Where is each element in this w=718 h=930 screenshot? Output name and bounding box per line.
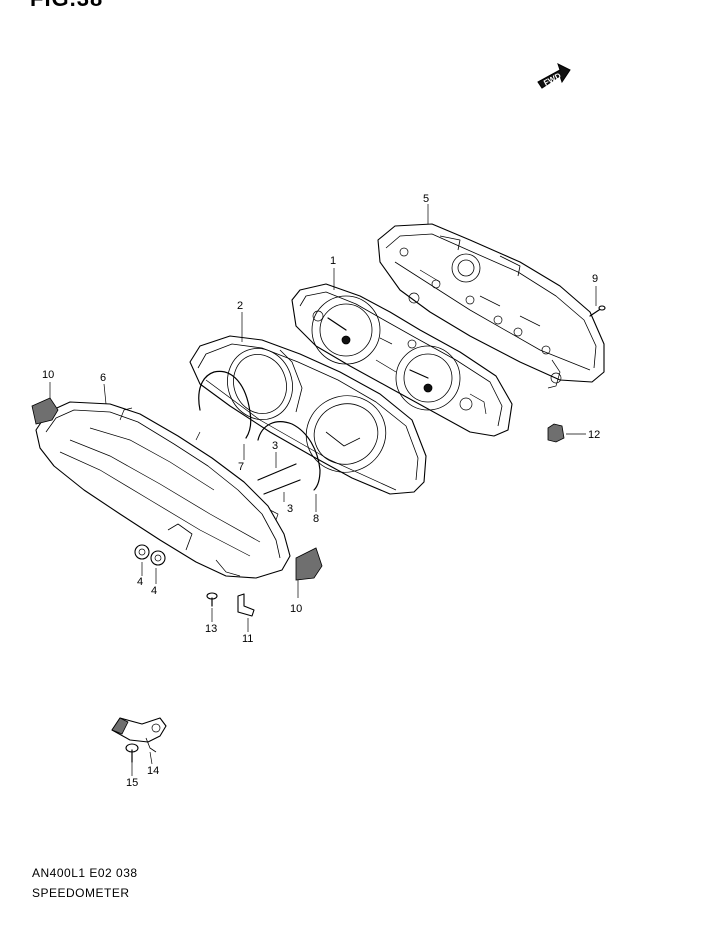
ring-part-7 — [198, 370, 252, 439]
leader-lines — [49, 204, 597, 776]
callout-5: 5 — [423, 193, 429, 205]
screw-part-13 — [206, 592, 218, 607]
upper-case-part-2 — [189, 335, 427, 495]
diagram-name: SPEEDOMETER — [32, 886, 130, 900]
screw-part-9 — [589, 305, 606, 317]
diagram-code: AN400L1 E02 038 — [32, 866, 138, 880]
callout-3a: 3 — [272, 440, 278, 452]
bolt-part-15 — [125, 743, 139, 763]
callout-10a: 10 — [42, 369, 54, 381]
meter-assembly-part-1 — [291, 283, 513, 437]
callout-10b: 10 — [290, 603, 302, 615]
rear-case-part-5 — [377, 223, 605, 389]
callout-3b: 3 — [287, 503, 293, 515]
grommet-parts-4 — [134, 544, 166, 566]
lower-case-part-6 — [35, 401, 291, 579]
callout-4a: 4 — [137, 576, 143, 588]
callout-9: 9 — [592, 273, 598, 285]
callout-labels: 1 2 3 3 4 4 5 6 7 8 9 10 10 11 12 13 14 … — [42, 193, 600, 789]
callout-4b: 4 — [151, 585, 157, 597]
bracket-part-11 — [237, 593, 255, 617]
callout-8: 8 — [313, 513, 319, 525]
cap-part-12 — [547, 423, 565, 443]
callout-15: 15 — [126, 777, 138, 789]
callout-13: 13 — [205, 623, 217, 635]
callout-7: 7 — [238, 461, 244, 473]
speed-sensor-part-14 — [111, 717, 167, 753]
figure-title: FIG.38 — [30, 0, 103, 12]
callout-11: 11 — [242, 633, 253, 645]
ring-part-8 — [257, 421, 321, 491]
pad-part-10-right — [295, 547, 323, 581]
callout-2: 2 — [237, 300, 243, 312]
callout-6: 6 — [100, 372, 106, 384]
callout-1: 1 — [330, 255, 336, 267]
fwd-arrow-icon: FWD — [537, 63, 571, 89]
callout-14: 14 — [147, 765, 159, 777]
pad-part-10-left — [31, 397, 59, 425]
needle-parts-3 — [257, 463, 301, 495]
callout-12: 12 — [588, 429, 600, 441]
